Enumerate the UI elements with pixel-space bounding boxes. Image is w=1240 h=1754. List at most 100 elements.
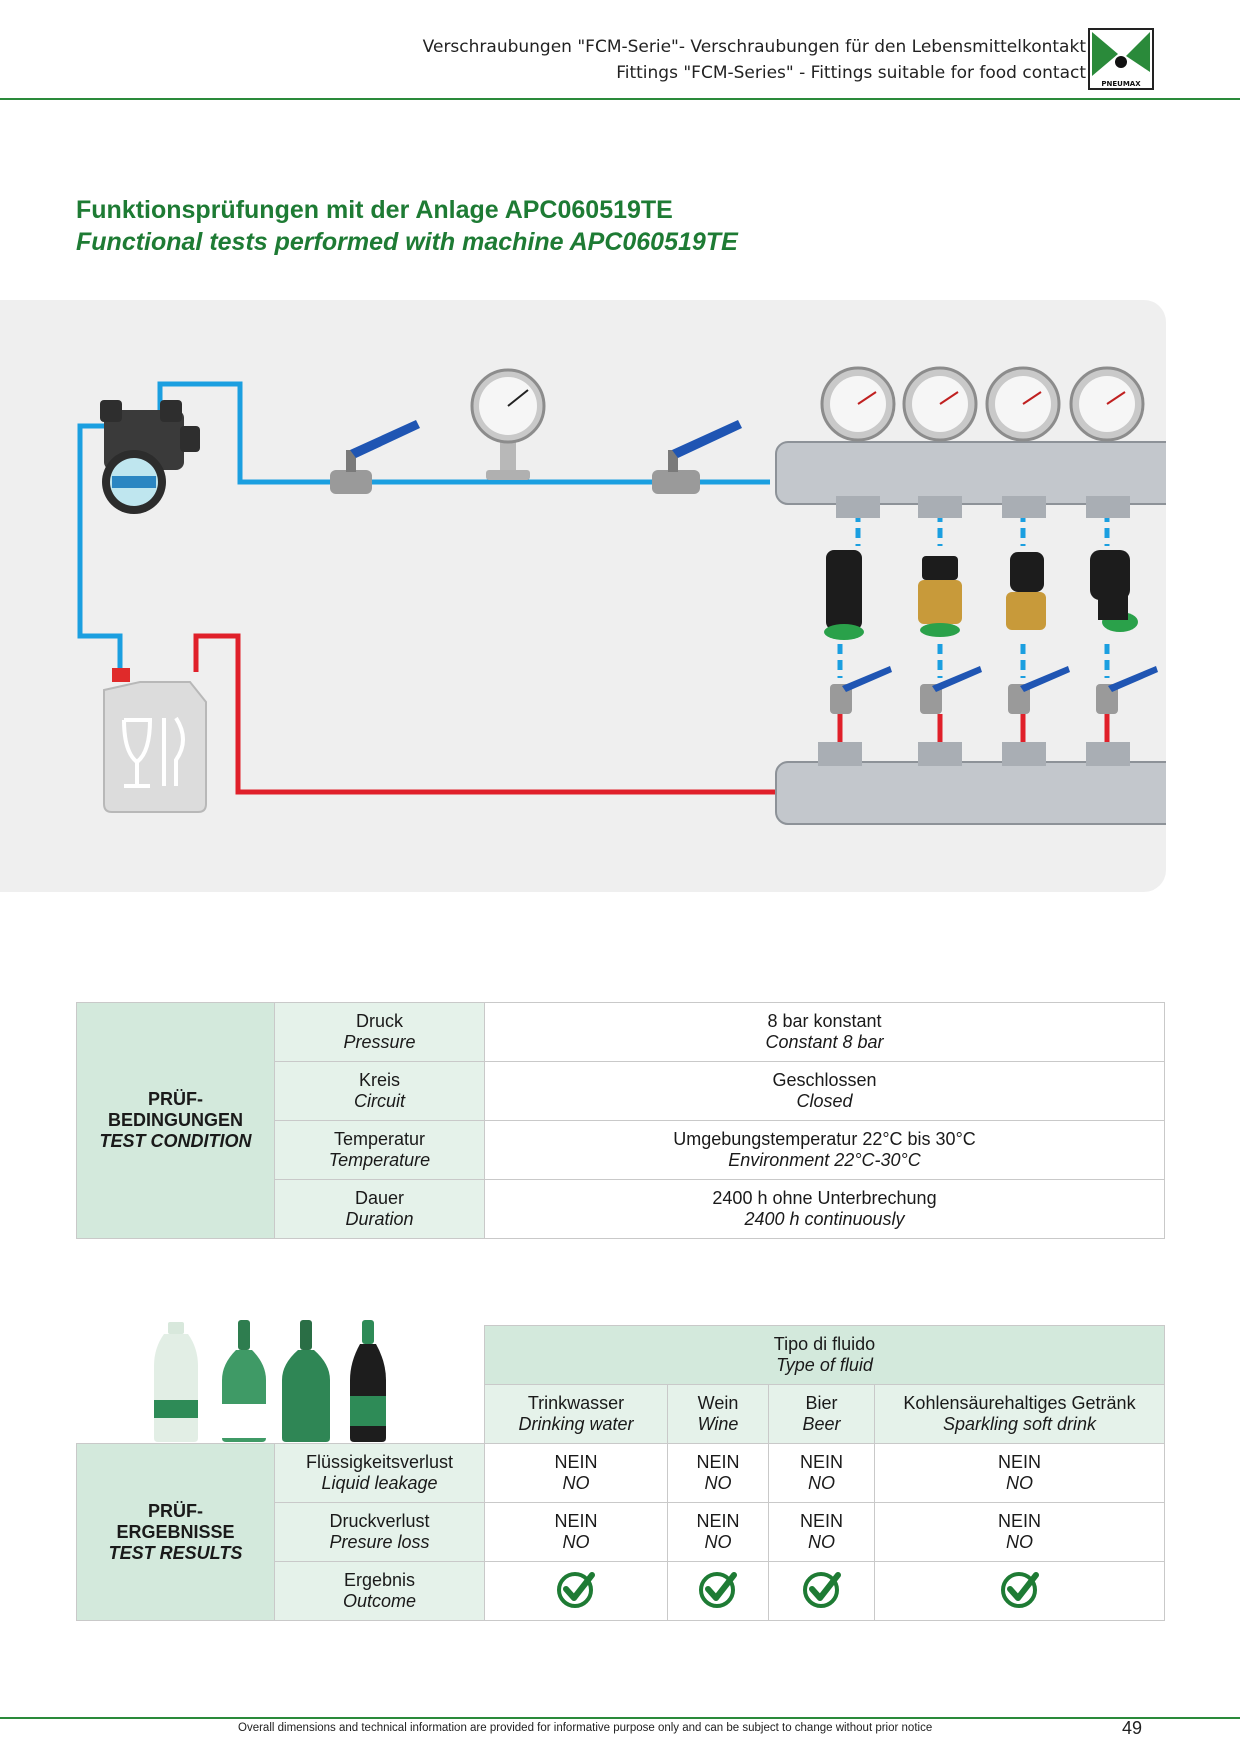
row-label-de: Ergebnis <box>343 1570 416 1590</box>
result-de: NEIN <box>799 1452 843 1472</box>
row-value-en: Closed <box>796 1091 853 1111</box>
row-value-de: Umgebungstemperatur 22°C bis 30°C <box>673 1129 976 1149</box>
check-circle-icon <box>1000 1571 1039 1608</box>
test-condition-section-label: PRÜF- BEDINGUNGEN TEST CONDITION <box>76 1002 275 1239</box>
table-row: PRÜF- ERGEBNISSE TEST RESULTS Flüssigkei… <box>76 1443 1165 1621</box>
row-value-de: 8 bar konstant <box>767 1011 882 1031</box>
header-line-de: Verschraubungen "FCM-Serie"- Verschraubu… <box>422 37 1086 57</box>
row-label-de: Kreis <box>358 1070 400 1090</box>
ball-valve-icon <box>652 420 742 494</box>
fluid-en: Drinking water <box>518 1414 634 1434</box>
pump-icon <box>100 400 200 514</box>
test-rig-illustration <box>77 366 1191 825</box>
footer-rule <box>0 1717 1240 1719</box>
section-label-de: PRÜF- BEDINGUNGEN <box>107 1089 243 1130</box>
result-en: NO <box>1006 1473 1033 1493</box>
brass-fitting-icon <box>918 556 962 637</box>
row-label-de: Flüssigkeitsverlust <box>305 1452 454 1472</box>
row-label-de: Temperatur <box>333 1129 426 1149</box>
result-de: NEIN <box>997 1511 1041 1531</box>
result-de: NEIN <box>696 1511 740 1531</box>
logo-text: PNEUMAX <box>1101 80 1141 88</box>
result-en: NO <box>808 1473 835 1493</box>
result-en: NO <box>1006 1532 1033 1552</box>
result-de: NEIN <box>554 1452 598 1472</box>
red-pipe-return <box>193 633 776 795</box>
row-label-en: Liquid leakage <box>321 1473 438 1493</box>
fluid-de: Wein <box>697 1393 739 1413</box>
upper-manifold-icon <box>775 366 1191 518</box>
title-en: Functional tests performed with machine … <box>76 228 738 256</box>
row-value-en: Environment 22°C-30°C <box>728 1150 921 1170</box>
water-bottle-icon <box>154 1322 198 1442</box>
footer-disclaimer: Overall dimensions and technical informa… <box>238 1722 933 1734</box>
header-rule <box>0 98 1240 100</box>
row-label-en: Outcome <box>342 1591 417 1611</box>
beverage-bottles-illustration <box>154 1320 386 1442</box>
outcome-cell <box>874 1561 1165 1621</box>
empty-corner <box>77 1326 485 1385</box>
row-label-de: Dauer <box>354 1188 405 1208</box>
row-label-en: Pressure <box>343 1032 416 1052</box>
result-en: NO <box>562 1473 590 1493</box>
outcome-cell <box>667 1561 769 1621</box>
push-in-fitting-icon <box>824 550 864 640</box>
section-label-en: TEST CONDITION <box>99 1131 252 1151</box>
row-label-en: Presure loss <box>329 1532 430 1552</box>
test-results-section-label: PRÜF- ERGEBNISSE TEST RESULTS <box>76 1443 275 1621</box>
blue-pipe-left <box>77 423 123 672</box>
title-de: Funktionsprüfungen mit der Anlage APC060… <box>76 196 673 224</box>
fluid-en: Sparkling soft drink <box>942 1414 1097 1434</box>
section-label-de: PRÜF- ERGEBNISSE <box>116 1500 235 1542</box>
result-de: NEIN <box>554 1511 598 1531</box>
result-de: NEIN <box>696 1452 740 1472</box>
result-en: NO <box>704 1473 732 1493</box>
outcome-cell <box>484 1561 668 1621</box>
fluid-header-de: Tipo di fluido <box>773 1334 876 1354</box>
check-circle-icon <box>699 1571 737 1608</box>
check-circle-icon <box>802 1571 841 1608</box>
row-value-de: Geschlossen <box>772 1070 877 1090</box>
header-line-en: Fittings "FCM-Series" - Fittings suitabl… <box>616 63 1086 83</box>
soft-drink-bottle-icon <box>350 1320 386 1442</box>
result-de: NEIN <box>997 1452 1041 1472</box>
test-rig-diagram <box>0 300 1191 892</box>
row-label-en: Duration <box>345 1209 414 1229</box>
outcome-cell <box>768 1561 875 1621</box>
result-en: NO <box>562 1532 590 1552</box>
small-ball-valve-icon <box>830 666 1158 714</box>
pressure-gauge-icon <box>470 368 546 480</box>
check-circle-icon <box>557 1571 595 1608</box>
pneumax-logo-icon: PNEUMAX <box>1088 28 1154 90</box>
lower-manifold-icon <box>775 742 1191 825</box>
row-value-de: 2400 h ohne Unterbrechung <box>712 1188 937 1208</box>
section-label-en: TEST RESULTS <box>108 1542 243 1563</box>
row-label-en: Circuit <box>353 1091 405 1111</box>
row-label-de: Druckverlust <box>329 1511 430 1531</box>
result-en: NO <box>808 1532 835 1552</box>
